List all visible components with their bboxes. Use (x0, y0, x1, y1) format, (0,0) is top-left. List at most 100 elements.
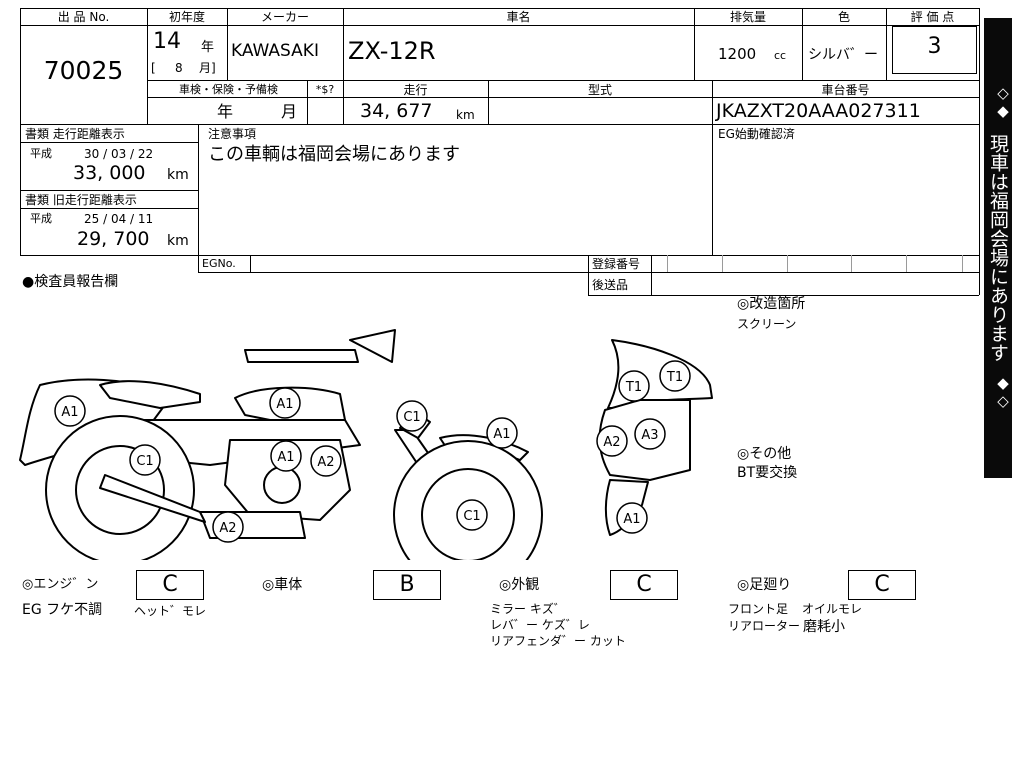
chassis-number: JKAZXT20AAA027311 (716, 100, 921, 122)
engine-start-confirmed: EG始動確認済 (718, 127, 795, 141)
first-registration-month: 8 (175, 61, 183, 75)
marker-front-fender: A1 (486, 417, 518, 449)
marker-label: A2 (317, 455, 334, 470)
lot-number-label: 出 品 No. (57, 10, 110, 24)
displacement-label: 排気量 (729, 10, 766, 24)
damage-markers: A1 A1 C1 A1 C1 A1 A2 C1 A2 T1 T1 A2 A3 A… (54, 360, 691, 543)
engine-comment-1: EG フケ不調 (22, 602, 103, 618)
marker-muffler: A2 (212, 511, 244, 543)
body-grade: B (373, 570, 441, 600)
notes-text: この車輌は福岡会場にあります (208, 144, 460, 165)
chassis-number-label: 車台番号 (821, 83, 870, 97)
old-mileage-unit: km (167, 233, 189, 249)
sidebar-top-symbols: ◇◆ (994, 84, 1012, 120)
marker-label: A1 (623, 512, 640, 527)
marker-tank: A1 (269, 387, 301, 419)
marker-label: T1 (666, 370, 683, 385)
delivery-items-label: 後送品 (592, 278, 629, 292)
marker-label: A1 (61, 405, 78, 420)
mileage-value: 34, 677 (360, 100, 433, 122)
marker-engine-right: A2 (310, 445, 342, 477)
sidebar-bottom-symbols: ◆◇ (994, 374, 1012, 410)
model-label: 車名 (506, 10, 531, 24)
suspension-grade: C (848, 570, 916, 600)
exterior-grade: C (610, 570, 678, 600)
score-label: 評 価 点 (910, 10, 955, 24)
engine-comment-2: ヘット゛モレ (134, 604, 207, 618)
model-name: ZX-12R (348, 37, 436, 65)
document-era: 平成 (30, 147, 52, 160)
document-mileage-label: 書類 走行距離表示 (25, 127, 125, 141)
marker-cowl-upper-right: T1 (659, 360, 691, 392)
sidebar-location-text: 現車は福岡会場にあります (987, 134, 1009, 362)
document-mileage-unit: km (167, 167, 189, 183)
maker-label: メーカー (260, 10, 309, 24)
marker-cowl-mid-left: A2 (596, 425, 628, 457)
document-mileage: 33, 000 (73, 162, 146, 184)
marker-engine-left: A1 (270, 440, 302, 472)
marker-rear-seat: A1 (54, 395, 86, 427)
modification-title: ◎改造箇所 (737, 296, 806, 312)
marker-label: C1 (403, 410, 420, 425)
first-registration-year: 14 (153, 29, 181, 54)
engine-grade-label: ◎エンジ゛ン (22, 577, 99, 592)
marker-label: A1 (493, 427, 510, 442)
maker: KAWASAKI (231, 41, 319, 61)
suspension-grade-label: ◎足廻り (737, 577, 792, 593)
old-mileage-label: 書類 旧走行距離表示 (25, 193, 137, 207)
marker-label: A1 (276, 397, 293, 412)
month-unit: 月] (199, 61, 216, 75)
lot-number: 70025 (43, 56, 124, 85)
color: シルバ゛ー (808, 47, 878, 63)
engine-number-label: EGNo. (202, 257, 236, 270)
price-code-label: *$? (315, 83, 335, 96)
month-bracket: [ (151, 61, 156, 75)
mileage-label: 走行 (403, 83, 428, 97)
body-grade-label: ◎車体 (262, 577, 303, 593)
suspension-comment-1b: オイルモレ (802, 602, 863, 616)
displacement: 1200 (718, 45, 757, 63)
other-title: ◎その他 (737, 446, 792, 462)
location-sidebar: ◇◆ 現車は福岡会場にあります ◆◇ (984, 18, 1012, 478)
year-unit: 年 (201, 40, 215, 55)
old-document-date: 25 / 04 / 11 (84, 212, 154, 226)
displacement-unit: cc (774, 49, 787, 62)
marker-fork: C1 (396, 400, 428, 432)
exterior-comment-1: ミラー キズ゛ (490, 602, 566, 616)
engine-grade: C (136, 570, 204, 600)
inspection-year-unit: 年 (217, 102, 234, 121)
exterior-grade-label: ◎外観 (499, 577, 540, 593)
marker-cowl-upper-left: T1 (618, 370, 650, 402)
registration-number-label: 登録番号 (592, 257, 641, 271)
suspension-comment-2a: リアローター (728, 619, 801, 633)
model-type-label: 型式 (587, 83, 612, 97)
marker-label: A2 (603, 435, 620, 450)
inspection-label: 車検・保険・予備検 (179, 83, 278, 96)
marker-label: T1 (625, 380, 642, 395)
old-document-era: 平成 (30, 212, 52, 225)
exterior-comment-3: リアフェンダ゛ー カット (490, 634, 626, 648)
motorcycle-damage-diagram: A1 A1 C1 A1 C1 A1 A2 C1 A2 T1 T1 A2 A3 A… (19, 329, 713, 560)
marker-cowl-lower: A1 (616, 502, 648, 534)
marker-cowl-mid-right: A3 (634, 418, 666, 450)
notes-label: 注意事項 (208, 127, 257, 141)
modification-item: スクリーン (737, 317, 797, 331)
inspection-month-unit: 月 (281, 102, 298, 121)
suspension-comment-1a: フロント足 (728, 602, 789, 616)
exterior-comment-2: レバ゛ー ケズ゛レ (490, 618, 590, 632)
marker-frame: C1 (129, 444, 161, 476)
mileage-unit: km (456, 108, 475, 122)
first-registration-label: 初年度 (168, 10, 205, 24)
marker-label: A2 (219, 521, 236, 536)
marker-label: A1 (277, 450, 294, 465)
marker-label: C1 (463, 509, 480, 524)
old-mileage: 29, 700 (77, 228, 150, 250)
overall-score: 3 (927, 34, 942, 59)
document-date: 30 / 03 / 22 (84, 147, 154, 161)
suspension-comment-2b: 磨耗小 (803, 619, 845, 635)
inspector-report-label: ●検査員報告欄 (22, 274, 119, 290)
other-item: BT要交換 (737, 465, 798, 481)
marker-front-wheel: C1 (456, 499, 488, 531)
marker-label: C1 (136, 454, 153, 469)
color-label: 色 (837, 10, 850, 24)
